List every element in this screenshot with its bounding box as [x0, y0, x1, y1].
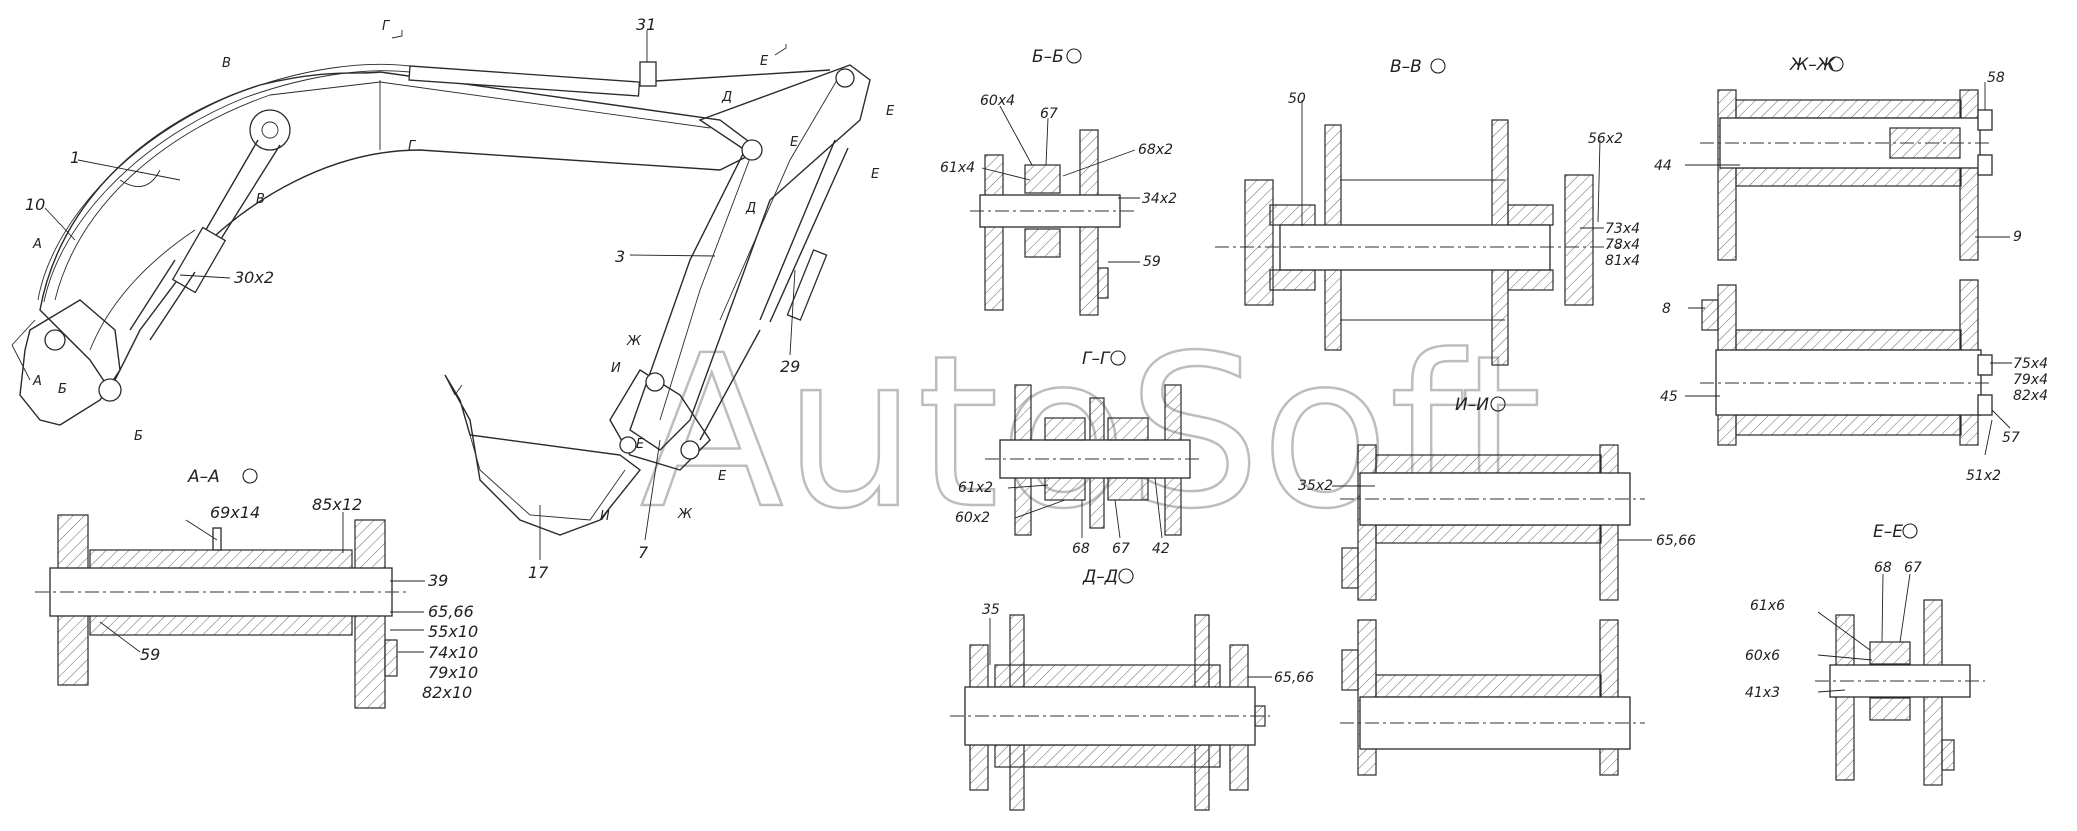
cut-mark: Ж [677, 507, 693, 522]
cut-mark: Е [790, 135, 799, 150]
section-ee: Е–Е 68 67 61x6 60x6 41x3 [1745, 522, 1985, 786]
cut-mark: В [222, 56, 231, 71]
callout-label: 82x4 [2013, 388, 2048, 404]
cut-mark: Е [760, 54, 769, 69]
callout-label: 10 [25, 195, 45, 214]
cut-mark: В [256, 192, 265, 207]
callout-label: 9 [2013, 229, 2022, 245]
callout-label: 60x2 [955, 510, 990, 526]
section-cut-markers: Г В В Е Д Е Е Г Е Д Ж И Е Е И Ж А А Б Б [32, 19, 895, 524]
callout-label: 7 [638, 543, 649, 562]
cut-mark: А [32, 237, 42, 252]
callout-label: 44 [1654, 158, 1672, 174]
section-zhzh: Ж–Ж 58 44 9 8 75x4 79x4 82x4 45 [1654, 55, 2048, 484]
callout-label: 29 [780, 357, 800, 376]
callout-label: 68 [1072, 541, 1090, 557]
cut-mark: Д [721, 90, 732, 105]
callout-label: 82x10 [422, 683, 472, 702]
callout-label: 30x2 [234, 268, 274, 287]
callout-label: 59 [140, 645, 160, 664]
cut-mark: Г [408, 139, 417, 154]
callout-label: 65,66 [1274, 670, 1314, 686]
section-title: И–И [1455, 395, 1489, 415]
section-gg: Г–Г 61x2 60x2 68 67 42 [955, 349, 1200, 557]
callout-label: 69x14 [210, 503, 260, 522]
section-ii: И–И 35x2 65,66 [1298, 395, 1696, 776]
section-title: Е–Е [1873, 522, 1903, 542]
section-title: Г–Г [1082, 349, 1111, 369]
callout-label: 31 [636, 15, 656, 34]
callout-label: 81x4 [1605, 253, 1640, 269]
callout-label: 61x2 [958, 480, 993, 496]
callout-label: 34x2 [1142, 191, 1177, 207]
callout-label: 79x4 [2013, 372, 2048, 388]
cut-mark: Е [718, 469, 727, 484]
callout-label: 61x4 [940, 160, 975, 176]
cut-mark: Б [58, 382, 67, 397]
callout-label: 79x10 [428, 663, 478, 682]
callout-label: 1 [70, 148, 80, 167]
callout-label: 65,66 [1656, 533, 1696, 549]
section-dd: Д–Д 35 65,66 [950, 567, 1314, 811]
callout-label: 51x2 [1966, 468, 2001, 484]
callout-label: 61x6 [1750, 598, 1785, 614]
callout-label: 65,66 [428, 602, 474, 621]
callout-label: 17 [528, 563, 549, 582]
cut-mark: И [600, 509, 610, 524]
callout-label: 67 [1040, 106, 1058, 122]
section-title: В–В [1390, 57, 1422, 77]
section-title: А–А [187, 467, 220, 487]
callout-label: 35 [982, 602, 1000, 618]
callout-label: 60x4 [980, 93, 1015, 109]
cut-mark: Е [871, 167, 880, 182]
section-aa: А–А 69x14 85x12 39 65,66 55x10 74x10 79x… [35, 467, 478, 709]
callout-label: 41x3 [1745, 685, 1780, 701]
section-title: Б–Б [1032, 47, 1064, 67]
cut-mark: Г [382, 19, 391, 34]
cut-mark: Е [636, 437, 645, 452]
cut-mark: А [32, 374, 42, 389]
callout-label: 8 [1662, 301, 1671, 317]
callout-label: 60x6 [1745, 648, 1780, 664]
callout-label: 68 [1874, 560, 1892, 576]
cut-mark: Е [886, 104, 895, 119]
callout-label: 35x2 [1298, 478, 1333, 494]
callout-label: 67 [1904, 560, 1922, 576]
callout-label: 57 [2002, 430, 2020, 446]
section-bb: Б–Б 60x4 67 68x2 61x4 34x2 59 [940, 47, 1177, 316]
callout-label: 85x12 [312, 495, 362, 514]
callout-label: 39 [428, 571, 448, 590]
callout-label: 3 [615, 247, 625, 266]
section-title: Ж–Ж [1789, 55, 1836, 75]
arm-assembly-view [11, 61, 871, 536]
callout-label: 67 [1112, 541, 1130, 557]
section-title: Д–Д [1082, 567, 1118, 587]
callout-label: 55x10 [428, 622, 478, 641]
cut-mark: Б [134, 429, 143, 444]
cut-mark: И [611, 361, 621, 376]
section-vv: В–В 50 56x2 73x4 78x4 81x4 [1215, 57, 1640, 366]
callout-label: 68x2 [1138, 142, 1173, 158]
callout-label: 50 [1288, 91, 1306, 107]
callout-label: 78x4 [1605, 237, 1640, 253]
callout-label: 58 [1987, 70, 2005, 86]
callout-label: 74x10 [428, 643, 478, 662]
arm-callouts: 1 10 30x2 31 3 29 17 7 [25, 15, 800, 582]
cut-mark: Д [745, 201, 756, 216]
callout-label: 45 [1660, 389, 1678, 405]
callout-label: 75x4 [2013, 356, 2048, 372]
callout-label: 56x2 [1588, 131, 1623, 147]
callout-label: 42 [1152, 541, 1170, 557]
callout-label: 73x4 [1605, 221, 1640, 237]
callout-label: 59 [1143, 254, 1161, 270]
cut-mark: Ж [626, 334, 642, 349]
